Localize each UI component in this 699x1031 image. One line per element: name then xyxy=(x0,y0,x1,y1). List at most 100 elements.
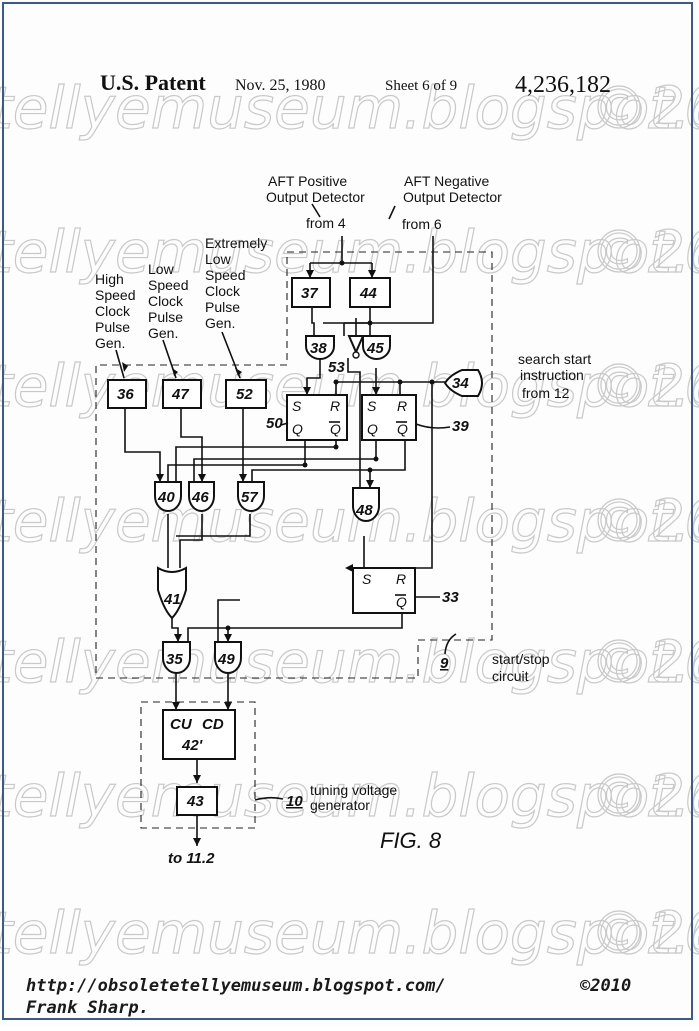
watermark-copy-1: ©2010 xyxy=(590,74,699,142)
ref-10-leader xyxy=(254,796,284,801)
from-4-label: from 4 xyxy=(306,215,346,231)
watermark-copy-4: ©2010 xyxy=(590,487,699,555)
junction-dots xyxy=(225,260,435,631)
svg-text:R: R xyxy=(396,571,406,587)
aft-leader-lines xyxy=(311,203,396,220)
svg-text:52: 52 xyxy=(236,386,253,403)
block-44: 44 xyxy=(349,277,391,308)
flip-flop-33: S R Q 33 xyxy=(352,567,459,614)
svg-text:Pulse: Pulse xyxy=(148,309,183,325)
svg-text:36: 36 xyxy=(117,386,134,403)
sheet-number: Sheet 6 of 9 xyxy=(385,78,457,94)
svg-text:Extremely: Extremely xyxy=(205,235,267,251)
page-frame xyxy=(2,2,693,1020)
start-stop-boundary xyxy=(95,251,493,679)
aft-positive-line2: Output Detector xyxy=(266,189,365,205)
patent-number: 4,236,182 xyxy=(515,72,611,98)
and-gate-35: 35 xyxy=(162,641,191,674)
arrowheads xyxy=(122,270,380,846)
svg-text:Pulse: Pulse xyxy=(205,299,240,315)
patent-label: U.S. Patent xyxy=(100,70,206,95)
svg-text:44: 44 xyxy=(359,285,377,302)
svg-text:46: 46 xyxy=(191,489,209,506)
ref-10: 10 xyxy=(286,793,303,810)
watermark-copy-2: ©2010 xyxy=(590,218,699,286)
svg-text:Pulse: Pulse xyxy=(95,319,130,335)
svg-text:R: R xyxy=(397,398,407,414)
block-36: 36 xyxy=(107,379,147,409)
aft-negative-line1: AFT Negative xyxy=(404,173,490,189)
patent-date: Nov. 25, 1980 xyxy=(235,77,326,94)
svg-text:Q: Q xyxy=(396,594,407,610)
and-gate-46: 46 xyxy=(188,481,215,512)
start-stop-line2: circuit xyxy=(492,668,529,684)
block-47: 47 xyxy=(162,379,202,409)
watermark-row-1: tellyemuseum.blogspot.com/ xyxy=(0,74,699,142)
svg-text:Gen.: Gen. xyxy=(95,335,125,351)
svg-text:R: R xyxy=(330,398,340,414)
svg-text:49: 49 xyxy=(217,651,235,668)
from-6-label: from 6 xyxy=(402,216,442,232)
block-37: 37 xyxy=(291,277,331,308)
and-gate-48: 48 xyxy=(352,487,380,522)
svg-text:Low: Low xyxy=(148,261,175,277)
and-gate-45: 45 xyxy=(362,335,391,360)
svg-text:57: 57 xyxy=(241,489,258,506)
svg-text:41: 41 xyxy=(163,591,181,608)
aft-negative-line2: Output Detector xyxy=(403,189,502,205)
search-start-line2: instruction xyxy=(520,367,584,383)
inverter-53: 53 xyxy=(328,335,365,376)
flip-flop-50: S R Q Q 50 xyxy=(266,394,348,441)
svg-text:High: High xyxy=(95,271,124,287)
flip-flop-39: S R Q Q 39 xyxy=(361,394,469,441)
svg-text:48: 48 xyxy=(355,502,373,519)
svg-text:34: 34 xyxy=(452,375,469,392)
svg-text:Q: Q xyxy=(367,421,378,437)
svg-text:42': 42' xyxy=(181,737,203,754)
svg-text:Speed: Speed xyxy=(148,277,188,293)
svg-text:Gen.: Gen. xyxy=(205,315,235,331)
search-start-line1: search start xyxy=(518,351,591,367)
watermark-row-7: tellyemuseum.blogspot.com/ xyxy=(0,899,699,967)
svg-text:Clock: Clock xyxy=(148,293,184,309)
svg-text:53: 53 xyxy=(328,359,345,376)
and-gate-49: 49 xyxy=(214,641,242,674)
start-stop-line1: start/stop xyxy=(492,651,550,667)
svg-text:47: 47 xyxy=(171,386,189,403)
svg-text:Low: Low xyxy=(205,251,232,267)
svg-text:39: 39 xyxy=(452,418,469,435)
footer-author: Frank Sharp. xyxy=(26,998,149,1018)
watermark-copy-6: ©2010 xyxy=(590,762,699,830)
output-label: to 11.2 xyxy=(168,850,215,867)
watermark-copy-3: ©2010 xyxy=(590,352,699,420)
figure-label: FIG. 8 xyxy=(380,828,442,853)
and-gate-40: 40 xyxy=(154,481,182,512)
svg-text:45: 45 xyxy=(366,340,384,357)
watermark-copy-7: ©2010 xyxy=(590,899,699,967)
svg-text:Speed: Speed xyxy=(95,287,135,303)
svg-text:37: 37 xyxy=(301,285,318,302)
block-52: 52 xyxy=(225,379,267,409)
svg-text:Gen.: Gen. xyxy=(148,325,178,341)
counter-42: CU CD 42' xyxy=(162,709,236,760)
watermark-row-5: tellyemuseum.blogspot.com/ xyxy=(0,628,699,696)
and-gate-57: 57 xyxy=(237,481,265,512)
and-gate-38: 38 xyxy=(305,335,335,360)
footer-url: http://obsoletetellyemuseum.blogspot.com… xyxy=(26,976,446,996)
watermark-row-6: tellyemuseum.blogspot.com/ xyxy=(0,762,699,830)
svg-text:35: 35 xyxy=(166,651,183,668)
footer-copyright: ©2010 xyxy=(580,976,631,996)
svg-text:Speed: Speed xyxy=(205,267,245,283)
svg-text:Clock: Clock xyxy=(95,303,131,319)
ref-9: 9 xyxy=(440,655,449,672)
svg-text:50: 50 xyxy=(266,415,283,432)
svg-text:Q: Q xyxy=(292,421,303,437)
svg-text:40: 40 xyxy=(157,489,175,506)
or-gate-41: 41 xyxy=(157,566,187,620)
from-12-label: from 12 xyxy=(522,385,570,401)
svg-text:33: 33 xyxy=(442,589,459,606)
svg-text:CD: CD xyxy=(202,716,224,733)
watermark-copy-5: ©2010 xyxy=(590,628,699,696)
